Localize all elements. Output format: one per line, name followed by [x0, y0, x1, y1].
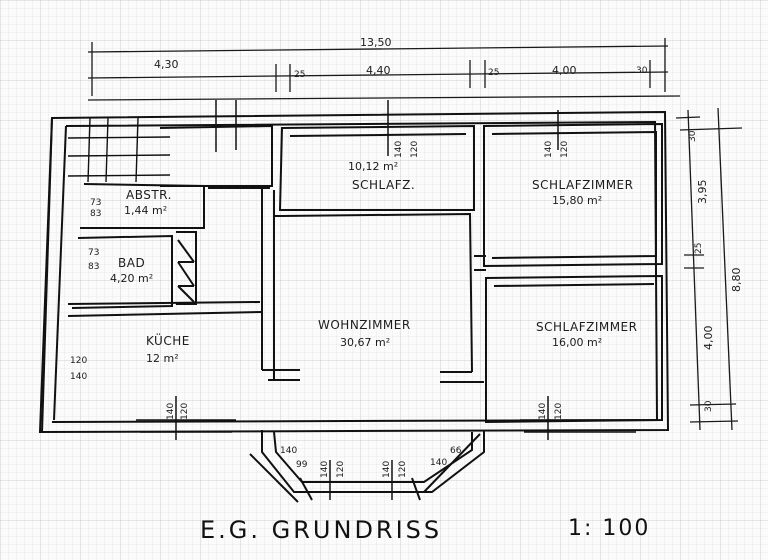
room-wohnzimmer-name: WOHNZIMMER [318, 318, 411, 332]
plan-title: E.G. GRUNDRISS [200, 516, 443, 544]
dim-depth-mid-wall: 25 [694, 242, 704, 254]
room-kueche-area: 12 m² [146, 352, 179, 365]
room-wohnzimmer-area: 30,67 m² [340, 336, 391, 349]
bay-window [249, 430, 485, 503]
dim-depth-bottom: 4,00 [702, 325, 715, 351]
dim-wall-1: 25 [294, 70, 306, 80]
schlafzimmer-top-window-h: 120 [560, 140, 570, 158]
bay-h1: 140 [280, 446, 298, 456]
room-schlafz-small-area: 10,12 m² [348, 160, 399, 173]
dim-depth-bottom-wall: 30 [704, 400, 714, 412]
dim-depth-top: 3,95 [696, 179, 709, 205]
schlafzimmer-bottom-window-w: 140 [538, 402, 548, 420]
dim-depth-top-wall: 30 [688, 130, 698, 142]
bay-w2: 140 [320, 460, 330, 478]
top-dimension-lines [87, 38, 681, 101]
dim-right: 4,00 [552, 64, 577, 77]
dim-total-depth: 8,80 [730, 267, 743, 293]
kueche-window-w: 140 [166, 402, 176, 420]
bad-opening-h: 83 [88, 262, 100, 272]
room-schlafzimmer-top-name: SCHLAFZIMMER [532, 178, 634, 192]
abstr-opening-w: 73 [90, 198, 102, 208]
kueche-window-h: 120 [180, 402, 190, 420]
schlafz-small-window-h: 120 [410, 140, 420, 158]
dim-total-width: 13,50 [360, 36, 392, 49]
window-marks [136, 100, 640, 500]
dim-left: 4,30 [154, 58, 179, 71]
abstr-opening-h: 83 [90, 209, 102, 219]
schlafzimmer-top-window-w: 140 [544, 140, 554, 158]
schlafzimmer-bottom-window-h: 120 [554, 402, 564, 420]
room-kueche-name: KÜCHE [146, 334, 190, 348]
room-bad-name: BAD [118, 256, 146, 270]
room-abstr-area: 1,44 m² [124, 204, 168, 217]
kueche-opening-h: 140 [70, 372, 88, 382]
bay-h2: 120 [336, 460, 346, 478]
room-bad-area: 4,20 m² [110, 272, 154, 285]
right-dimension-lines [675, 107, 743, 431]
dim-end-wall: 30 [636, 66, 648, 76]
left-cabinet-grid [67, 117, 171, 183]
interior-walls [67, 122, 663, 424]
plan-scale: 1: 100 [568, 516, 651, 541]
bay-h3: 120 [398, 460, 408, 478]
room-schlafzimmer-bottom-area: 16,00 m² [552, 336, 603, 349]
room-schlafzimmer-top-area: 15,80 m² [552, 194, 603, 207]
kueche-opening-w: 120 [70, 356, 88, 366]
outer-walls [38, 110, 670, 434]
dim-wall-2: 25 [488, 68, 500, 78]
bay-w1: 99 [296, 460, 308, 470]
bad-opening-w: 73 [88, 248, 100, 258]
room-schlafz-small-name: SCHLAFZ. [352, 178, 416, 192]
room-abstr-name: ABSTR. [126, 188, 172, 202]
bay-w4: 140 [430, 458, 448, 468]
room-schlafzimmer-bottom-name: SCHLAFZIMMER [536, 320, 638, 334]
bay-w3: 140 [382, 460, 392, 478]
bay-h4: 66 [450, 446, 462, 456]
schlafz-small-window-w: 140 [394, 140, 404, 158]
dim-middle: 4,40 [366, 64, 391, 77]
